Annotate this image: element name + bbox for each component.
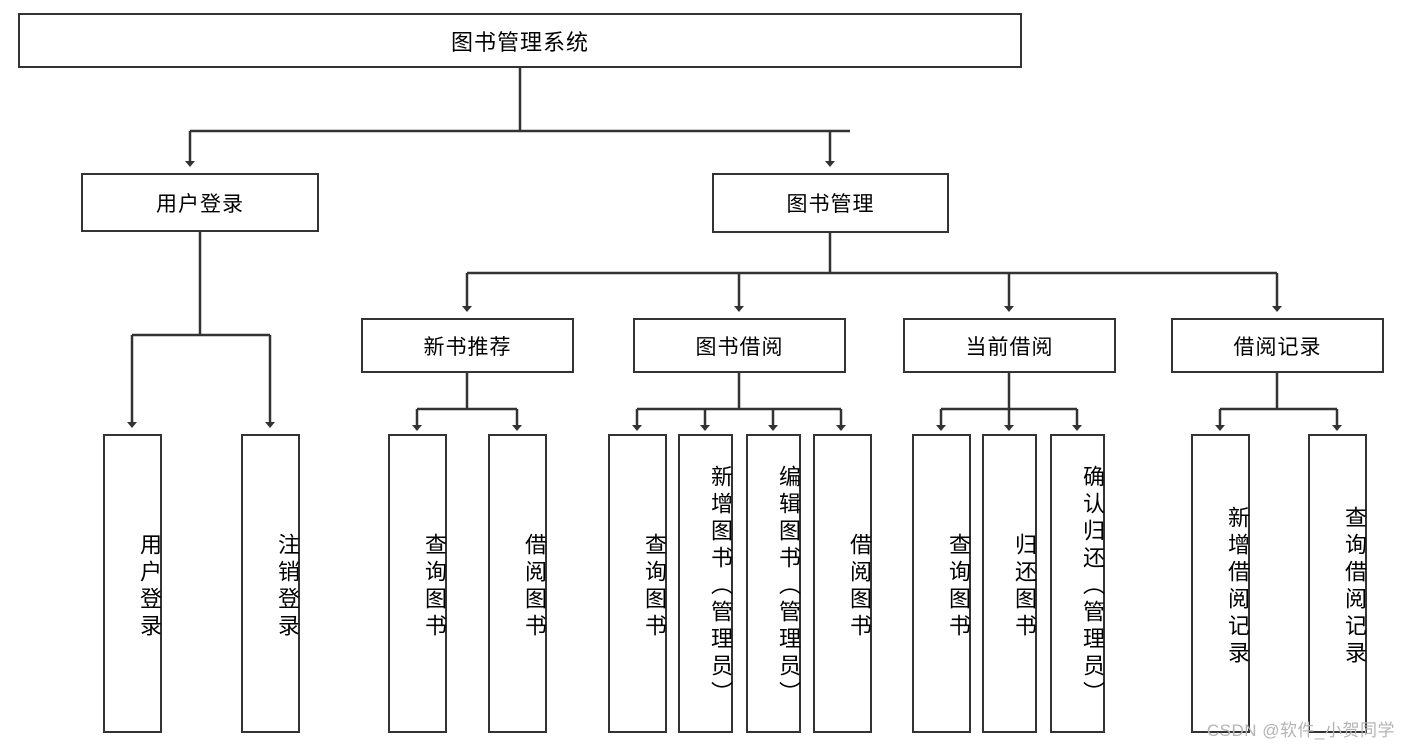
- node-new-book-recommend[interactable]: 新书推荐: [361, 318, 574, 373]
- node-current-borrow[interactable]: 当前借阅: [903, 318, 1116, 373]
- leaf-query-book-current[interactable]: 查询图书: [912, 434, 971, 733]
- node-label: 查询借阅记录: [1342, 505, 1367, 668]
- node-user-login[interactable]: 用户登录: [81, 173, 319, 232]
- watermark-csdn: CSDN @软件_小贺同学: [1206, 721, 1395, 740]
- node-label: 借阅记录: [1233, 335, 1322, 359]
- node-label: 确认归还（管理员）: [1080, 465, 1105, 708]
- node-label: 新增借阅记录: [1225, 505, 1250, 668]
- node-label: 图书管理: [786, 193, 875, 216]
- leaf-logout-login[interactable]: 注销登录: [241, 434, 300, 733]
- leaf-query-book-borrow[interactable]: 查询图书: [608, 434, 667, 733]
- leaf-borrow-book[interactable]: 借阅图书: [813, 434, 872, 733]
- node-root-book-management-system[interactable]: 图书管理系统: [18, 13, 1022, 68]
- node-label: 查询图书: [946, 532, 971, 641]
- leaf-query-book-recommend[interactable]: 查询图书: [388, 434, 447, 733]
- leaf-confirm-return-admin[interactable]: 确认归还（管理员）: [1050, 434, 1105, 733]
- leaf-edit-book-admin[interactable]: 编辑图书（管理员）: [746, 434, 801, 733]
- leaf-borrow-book-recommend[interactable]: 借阅图书: [488, 434, 547, 733]
- node-label: 归还图书: [1012, 532, 1037, 641]
- leaf-query-borrow-record[interactable]: 查询借阅记录: [1308, 434, 1367, 733]
- node-label: 用户登录: [137, 532, 162, 641]
- leaf-user-login[interactable]: 用户登录: [103, 434, 162, 733]
- node-label: 图书管理系统: [450, 29, 589, 55]
- node-label: 查询图书: [642, 532, 667, 641]
- node-label: 编辑图书（管理员）: [776, 465, 801, 708]
- node-label: 借阅图书: [522, 532, 547, 641]
- node-label: 借阅图书: [847, 532, 872, 641]
- node-label: 注销登录: [275, 532, 300, 641]
- node-label: 图书借阅: [695, 335, 784, 359]
- node-borrow-record[interactable]: 借阅记录: [1171, 318, 1384, 373]
- leaf-add-book-admin[interactable]: 新增图书（管理员）: [678, 434, 733, 733]
- node-book-borrow[interactable]: 图书借阅: [633, 318, 846, 373]
- node-label: 查询图书: [422, 532, 447, 641]
- leaf-add-borrow-record[interactable]: 新增借阅记录: [1191, 434, 1250, 733]
- node-label: 新书推荐: [423, 335, 512, 359]
- leaf-return-book[interactable]: 归还图书: [982, 434, 1037, 733]
- node-book-management[interactable]: 图书管理: [712, 173, 949, 233]
- node-label: 用户登录: [156, 192, 244, 216]
- node-label: 新增图书（管理员）: [708, 465, 733, 708]
- node-label: 当前借阅: [965, 335, 1054, 359]
